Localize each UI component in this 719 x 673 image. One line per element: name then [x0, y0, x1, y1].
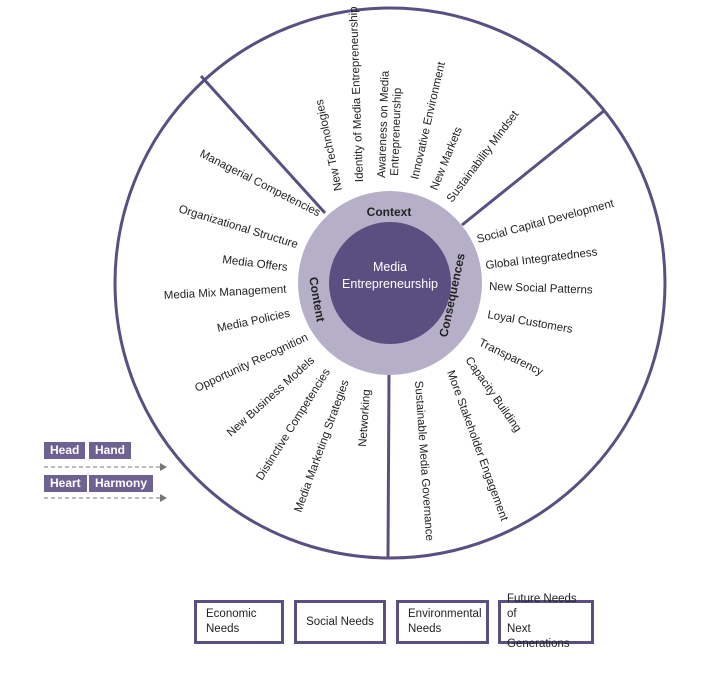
label-new-social-patterns: New Social Patterns [489, 281, 593, 297]
label-networking: Networking [357, 389, 373, 447]
divider-content-consequences [386, 373, 391, 559]
label-awareness-line1: Awareness on Media [376, 70, 392, 178]
center-title-line1: Media [373, 260, 407, 274]
center-title-line2: Entrepreneurship [342, 277, 438, 291]
arrow-head-bottom [160, 494, 167, 502]
tag-heart: Heart [44, 475, 87, 492]
environmental-needs-line1: Environmental [408, 608, 482, 620]
divider-context-content [199, 74, 327, 215]
future-needs-line1: Future Needs of [507, 593, 577, 620]
arrow-head-top [160, 463, 167, 471]
social-needs-label: Social Needs [306, 615, 374, 628]
economic-needs-box: Economic Needs [194, 600, 284, 644]
future-needs-box: Future Needs of Next Generations [498, 593, 594, 650]
tag-harmony: Harmony [89, 475, 154, 492]
environmental-needs-box: Environmental Needs [396, 600, 489, 644]
social-needs-box: Social Needs [294, 600, 386, 644]
ring-label-context: Context [367, 205, 412, 219]
future-needs-line2: Next Generations [507, 623, 570, 650]
economic-needs-line1: Economic [206, 608, 257, 620]
divider-context-consequences [461, 108, 606, 227]
tag-hand: Hand [89, 442, 131, 459]
label-awareness-line2: Entrepreneurship [389, 88, 404, 177]
economic-needs-line2: Needs [206, 623, 240, 635]
environmental-needs-line2: Needs [408, 623, 442, 635]
center-circle [329, 222, 451, 344]
tag-head: Head [44, 442, 86, 459]
